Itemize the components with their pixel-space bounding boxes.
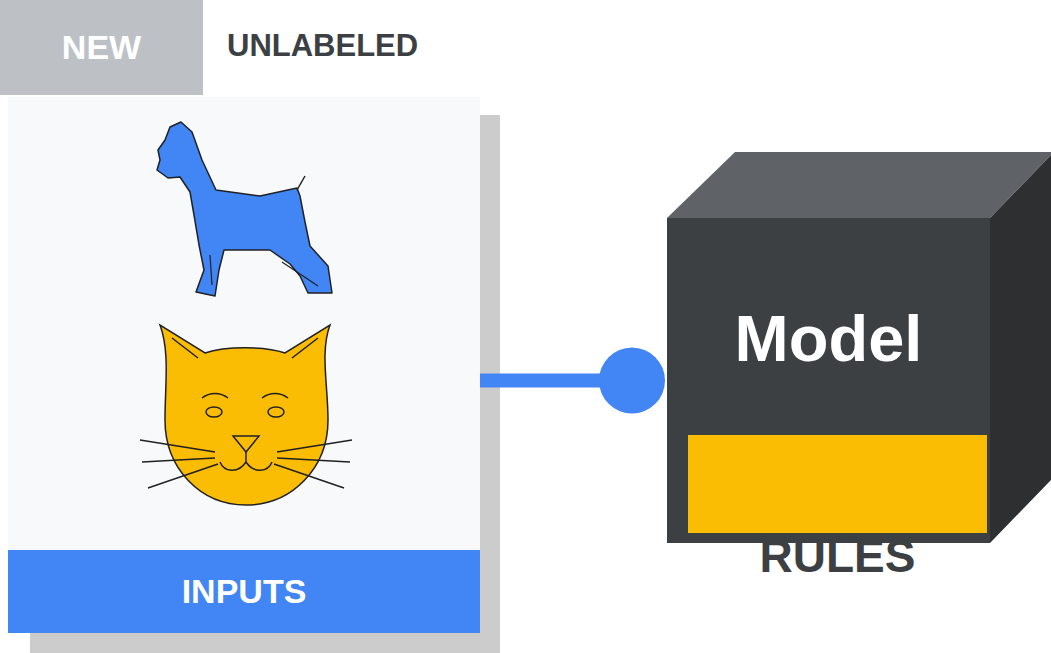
connector-dot [599,348,665,414]
panel-ground [8,97,480,633]
cube-side-face [990,155,1051,543]
tab-box: NEW [0,0,203,95]
tab-box-text: NEW [62,28,141,67]
dog-icon [157,122,332,296]
connector [480,348,665,414]
rules-box: RULES [688,435,987,533]
rules-box-text: RULES [688,513,987,599]
cube-top-face [667,152,1051,218]
heading-label: UNLABELED [227,28,418,64]
inputs-panel: INPUTS [8,97,480,633]
cat-icon [140,325,352,505]
inputs-panel-text: INPUTS [8,550,480,633]
model-cube: ModelRULES [667,218,990,543]
model-cube-text: Model [667,296,990,382]
